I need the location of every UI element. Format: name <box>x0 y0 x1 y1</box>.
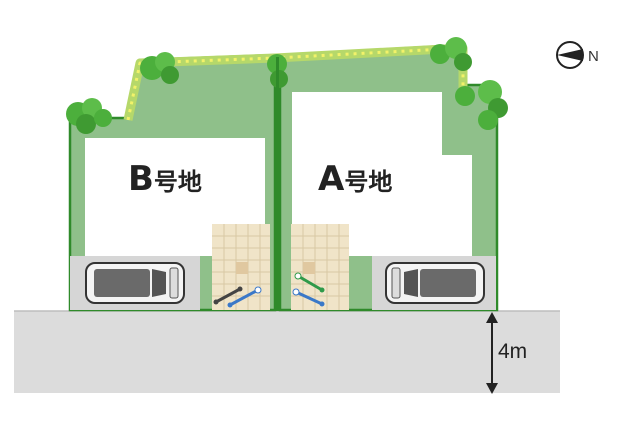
compass-north-label: N <box>588 48 599 65</box>
lot-a-building <box>292 92 472 256</box>
trees <box>66 37 508 134</box>
lot-a-letter: A <box>318 159 345 199</box>
lot-a-label: A号地 <box>318 159 392 199</box>
lot-a-suffix: 号地 <box>344 168 392 196</box>
car-icon <box>85 262 185 304</box>
bicycle-icon <box>227 286 262 308</box>
lot-a-entrance-paving <box>291 224 349 310</box>
lot-b-entrance-paving <box>212 224 270 310</box>
bicycle-icon <box>292 288 325 307</box>
car-icon <box>385 262 485 304</box>
bicycle-icon <box>213 286 243 305</box>
tree-icon <box>140 52 179 84</box>
lot-b-letter: B <box>128 159 154 199</box>
lot-b-label: B号地 <box>128 159 202 199</box>
tree-icon <box>430 37 472 71</box>
north-compass-icon: N <box>556 41 599 69</box>
lot-b-suffix: 号地 <box>154 168 202 196</box>
front-road <box>14 311 560 393</box>
tree-icon <box>66 98 112 134</box>
road-width-label: 4m <box>498 340 527 363</box>
road-width-dimension: 4m <box>486 312 527 394</box>
bicycle-icon <box>294 272 325 293</box>
tree-icon <box>455 80 508 130</box>
